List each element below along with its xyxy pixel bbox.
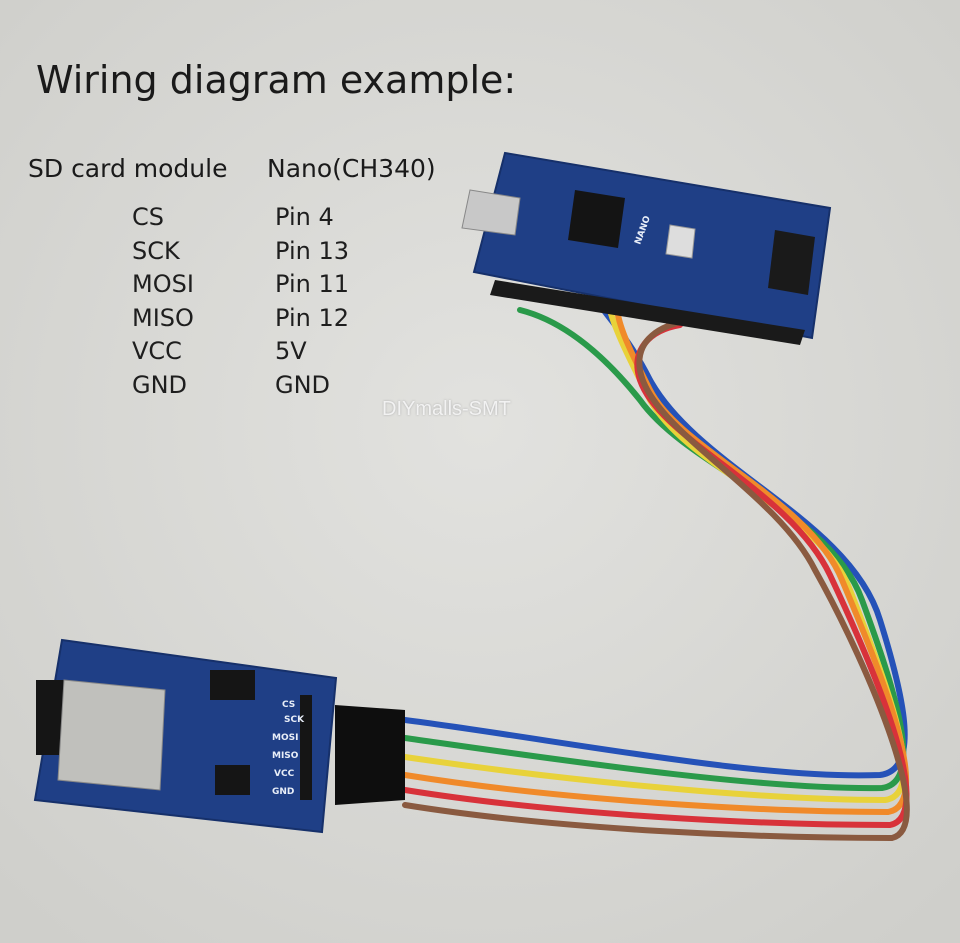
header-nano: Nano(CH340) xyxy=(267,154,436,183)
nano-pin: Pin 11 xyxy=(275,270,349,298)
diagram-title: Wiring diagram example: xyxy=(36,58,517,102)
nano-pin: GND xyxy=(275,371,331,399)
pin-header xyxy=(490,280,805,345)
sd-pin-label: GND xyxy=(272,787,294,797)
sd-pin-label: CS xyxy=(282,700,295,710)
wire-green xyxy=(402,307,907,792)
module-pin: SCK xyxy=(132,237,180,265)
sd-card-module: CS SCK MOSI MISO VCC GND xyxy=(33,638,405,834)
level-shifter-chip xyxy=(210,670,255,700)
dupont-connector xyxy=(335,705,405,805)
module-pin: CS xyxy=(132,203,164,231)
arduino-nano-board: NANO xyxy=(461,151,832,345)
reset-button xyxy=(665,224,696,259)
usb-connector xyxy=(461,189,521,236)
sd-card-slot xyxy=(57,679,166,791)
wire-blue xyxy=(402,302,908,779)
module-pin: GND xyxy=(132,371,188,399)
sd-pin-label: VCC xyxy=(274,769,295,779)
jumper-wires xyxy=(402,302,910,842)
watermark: DIYmalls-SMT xyxy=(382,398,511,420)
nano-pin: 5V xyxy=(275,337,307,365)
module-pin: MOSI xyxy=(132,270,194,298)
header-sd-module: SD card module xyxy=(28,154,228,183)
nano-pin: Pin 4 xyxy=(275,203,334,231)
sd-pin-label: SCK xyxy=(284,715,305,725)
nano-pin: Pin 13 xyxy=(275,237,349,265)
icsp-header xyxy=(768,230,815,295)
voltage-regulator xyxy=(215,765,250,795)
module-pin: VCC xyxy=(132,337,182,365)
nano-pin: Pin 12 xyxy=(275,304,349,332)
wire-brown xyxy=(402,317,910,842)
module-pin: MISO xyxy=(132,304,194,332)
microcontroller-chip xyxy=(568,190,625,248)
sd-pin-label: MOSI xyxy=(272,733,298,743)
sd-pin-label: MISO xyxy=(272,751,299,761)
